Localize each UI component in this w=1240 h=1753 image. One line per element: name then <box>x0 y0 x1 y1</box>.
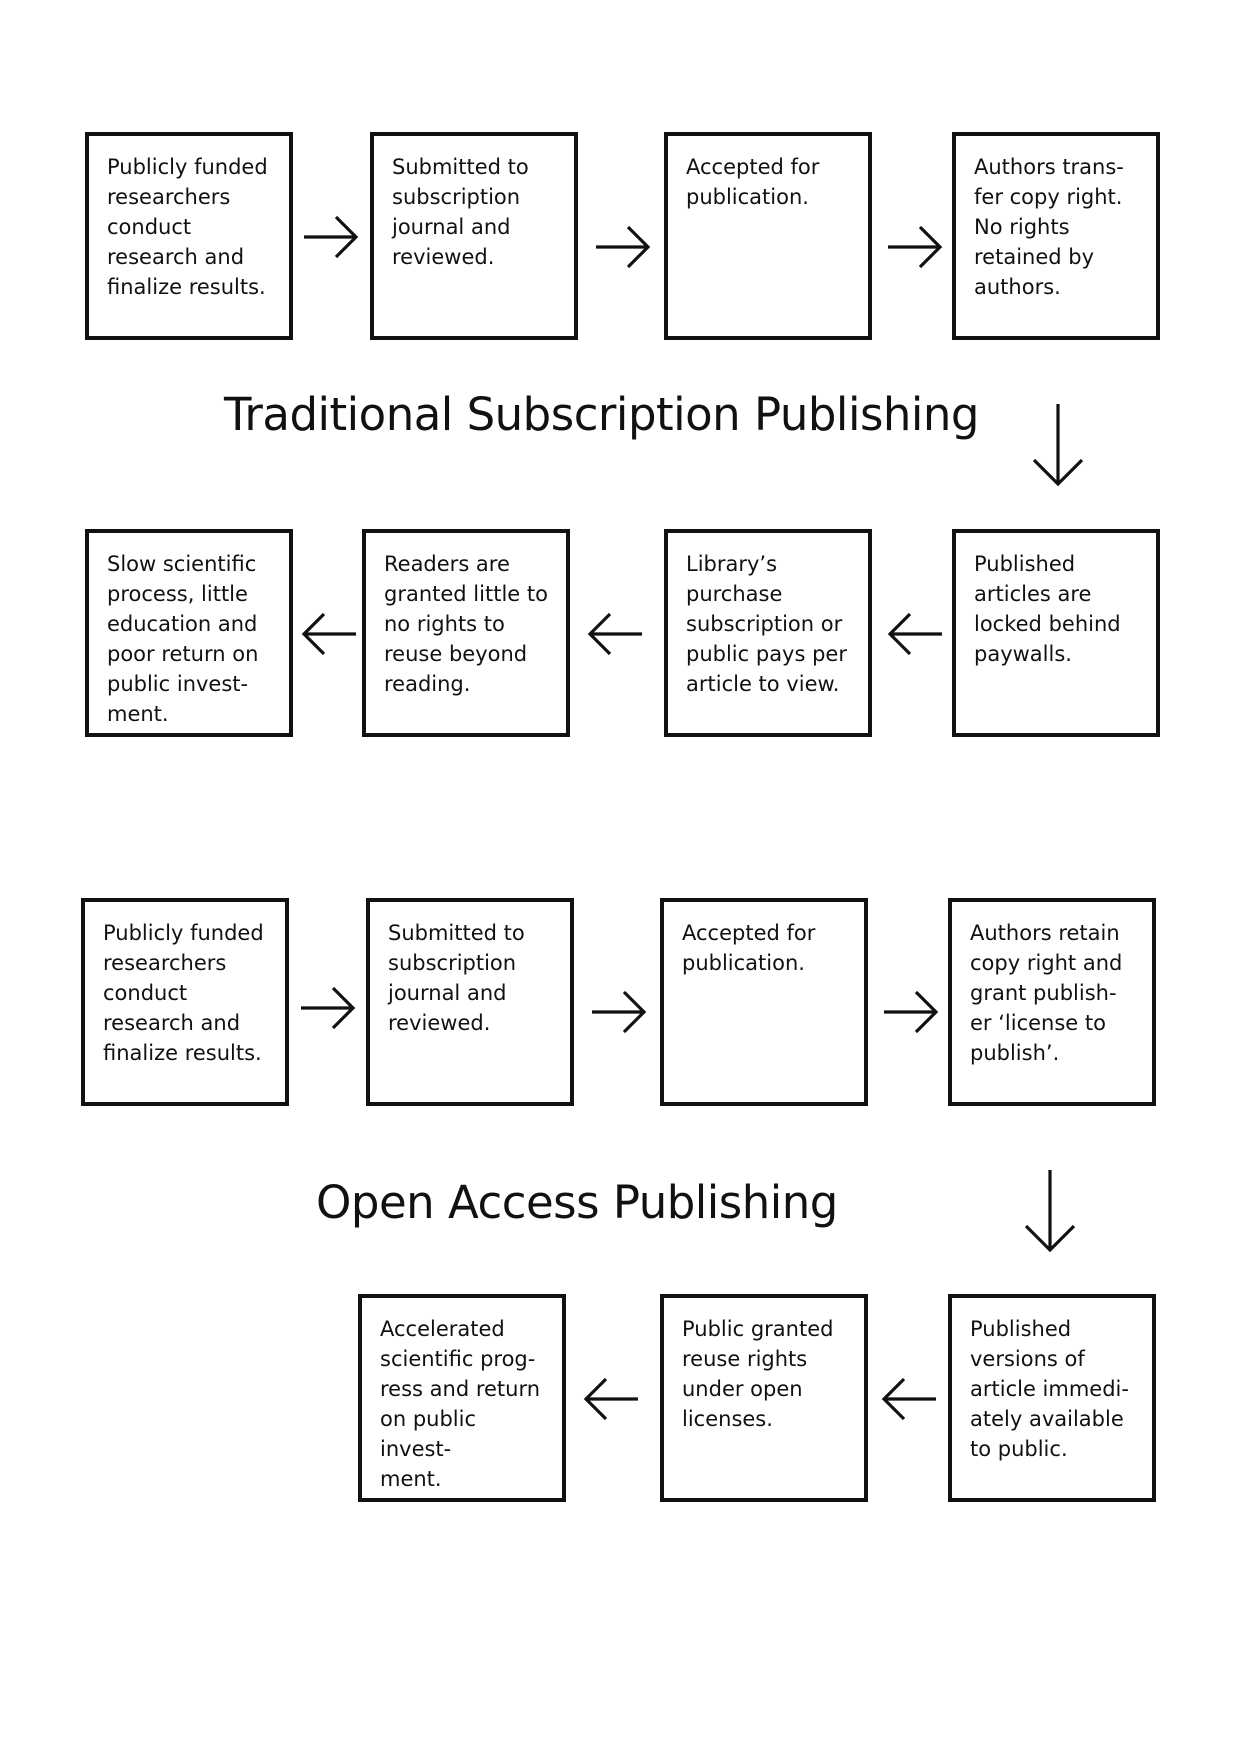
step-paywall: Published articles are locked behind pay… <box>952 529 1160 737</box>
step-limited-rights: Readers are granted little to no rights … <box>362 529 570 737</box>
step-submitted: Submitted to subscription journal and re… <box>370 132 578 340</box>
arrow-left-icon <box>887 612 942 656</box>
step-research: Publicly funded researchers conduct rese… <box>85 132 293 340</box>
arrow-left-icon <box>301 612 356 656</box>
step-copyright-transfer: Authors trans- fer copy right. No rights… <box>952 132 1160 340</box>
arrow-right-icon <box>596 225 651 269</box>
step-open-licenses: Public granted reuse rights under open l… <box>660 1294 868 1502</box>
arrow-left-icon <box>881 1377 936 1421</box>
arrow-down-icon <box>1032 404 1084 487</box>
step-accepted: Accepted for publication. <box>664 132 872 340</box>
traditional-title: Traditional Subscription Publishing <box>224 388 980 441</box>
arrow-right-icon <box>884 990 939 1034</box>
step-accepted: Accepted for publication. <box>660 898 868 1106</box>
arrow-right-icon <box>304 215 359 259</box>
arrow-right-icon <box>888 225 943 269</box>
arrow-right-icon <box>592 990 647 1034</box>
arrow-left-icon <box>587 612 642 656</box>
step-research: Publicly funded researchers conduct rese… <box>81 898 289 1106</box>
arrow-right-icon <box>301 986 356 1030</box>
open-access-title: Open Access Publishing <box>316 1176 838 1229</box>
step-accelerated-progress: Accelerated scientific prog- ress and re… <box>358 1294 566 1502</box>
arrow-down-icon <box>1024 1170 1076 1253</box>
arrow-left-icon <box>583 1377 638 1421</box>
step-author-retains-rights: Authors retain copy right and grant publ… <box>948 898 1156 1106</box>
step-immediately-available: Published versions of article immedi- at… <box>948 1294 1156 1502</box>
step-purchase-subscription: Library’s purchase subscription or publi… <box>664 529 872 737</box>
step-submitted: Submitted to subscription journal and re… <box>366 898 574 1106</box>
step-slow-progress: Slow scientific process, little educatio… <box>85 529 293 737</box>
